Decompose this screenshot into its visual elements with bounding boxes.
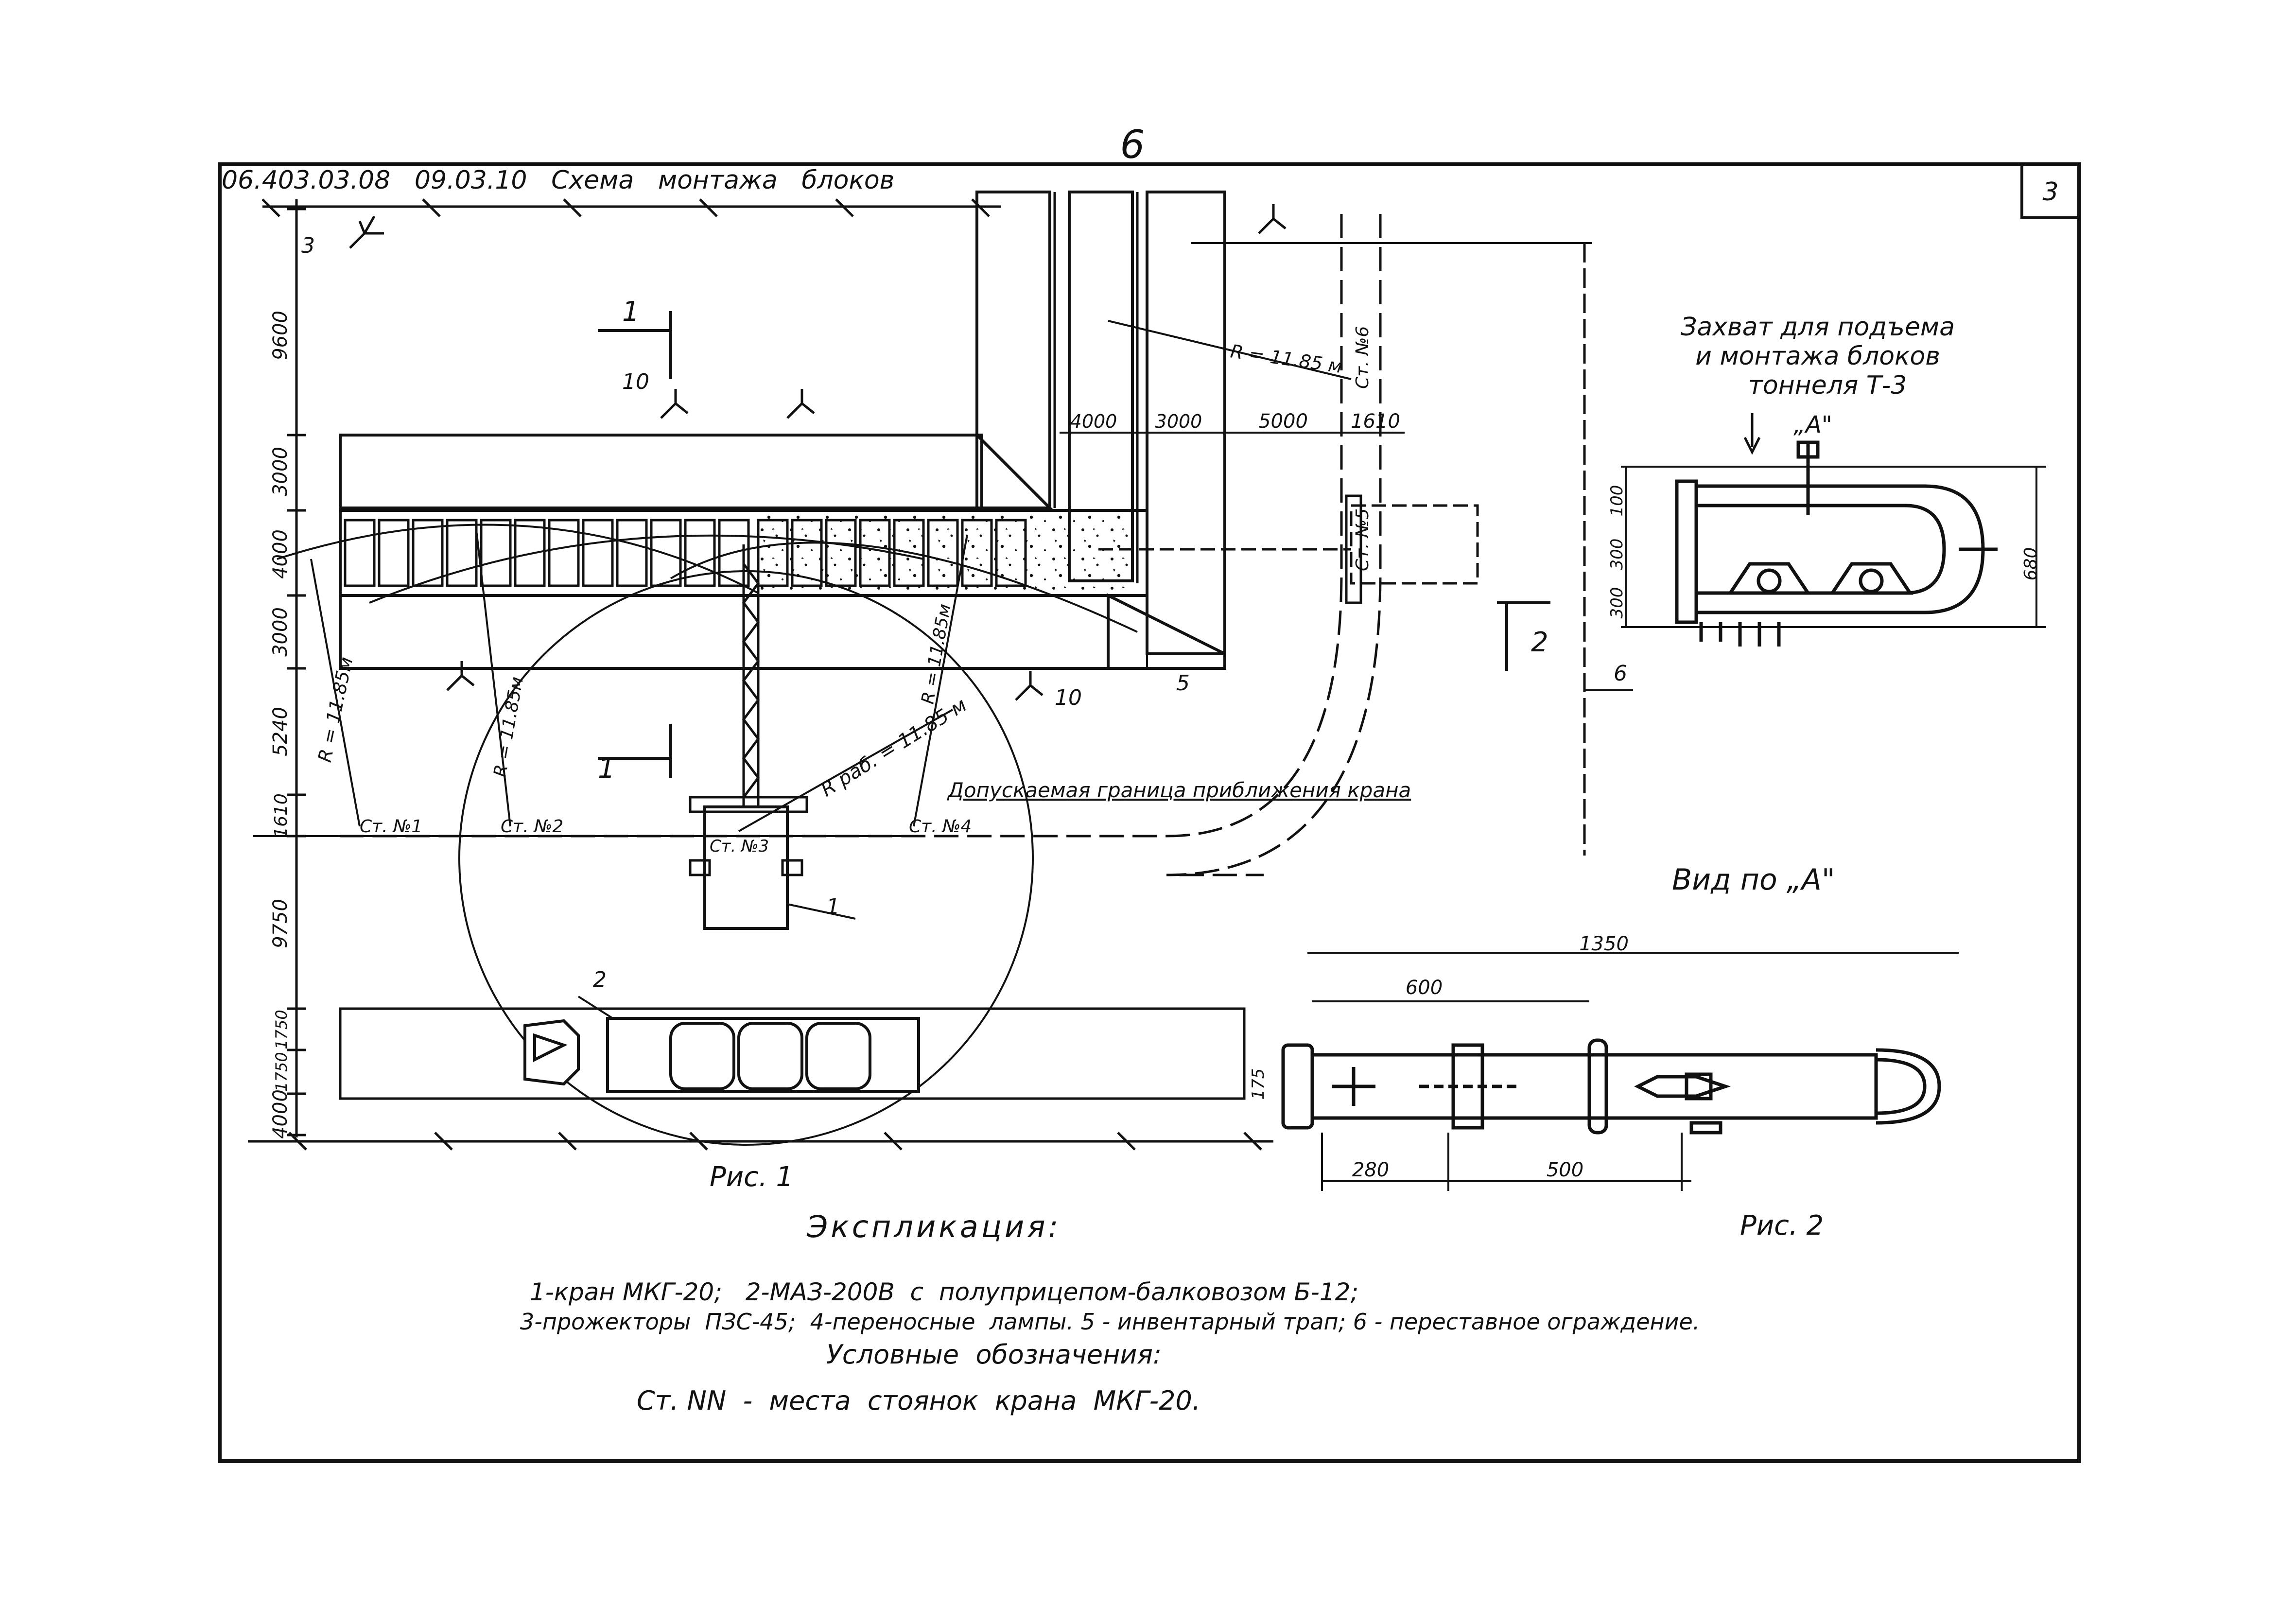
view-label: Вид по „А": [1672, 863, 1835, 897]
legend-title: Экспликация:: [806, 1209, 1061, 1244]
dim-600: 600: [1406, 977, 1443, 999]
section-1-bottom: 1: [598, 753, 615, 785]
callout-10a: 10: [622, 369, 649, 394]
fig2-caption: Рис. 2: [1740, 1210, 1824, 1241]
callout-2: 2: [593, 967, 607, 992]
drawing-header: 06.403.03.08 09.03.10 Схема монтажа блок…: [222, 166, 894, 195]
crane-reach-circle: [458, 570, 1034, 1146]
crane-boom: [742, 544, 760, 807]
view-marker: „А": [1793, 411, 1832, 438]
grab-title-1: Захват для подъема: [1681, 313, 1955, 342]
station-2: Ст. №2: [501, 817, 563, 837]
callout-3: 3: [301, 233, 315, 258]
dim-top-4000: 4000: [1070, 411, 1117, 432]
access-road: [340, 214, 1343, 838]
section-2: 2: [1531, 627, 1548, 658]
dim-4000b: 4000: [269, 1089, 292, 1139]
shaft-wall-left: [975, 191, 1051, 509]
sheet-number: 3: [2042, 177, 2058, 207]
dim-300a: 300: [1607, 539, 1627, 570]
radius-3: R = 11.85м: [918, 602, 955, 705]
dim-1750a: 1750: [272, 1010, 291, 1049]
legend: Экспликация: 1-кран МКГ-20; 2-МАЗ-200В с…: [520, 1209, 1700, 1416]
dim-500: 500: [1547, 1159, 1583, 1181]
dim-1610: 1610: [271, 793, 291, 838]
station-6: Ст. №6: [1353, 326, 1373, 389]
sheet-frame: [218, 162, 2081, 1463]
dim-5240: 5240: [269, 707, 292, 756]
fig1-caption: Рис. 1: [710, 1161, 793, 1193]
lamp-icons: [349, 204, 1287, 701]
dim-top-1610: 1610: [1351, 410, 1400, 433]
station-1: Ст. №1: [360, 817, 422, 837]
dim-top-5000: 5000: [1258, 410, 1308, 433]
dim-9750: 9750: [269, 899, 292, 948]
crane-st5: [1350, 504, 1479, 585]
station-3: Ст. №3: [710, 837, 769, 856]
page-number: 6: [1120, 122, 1145, 167]
boundary-label: Допускаемая граница приближения крана: [947, 778, 1411, 802]
legend-conv-title: Условные обозначения:: [826, 1339, 1162, 1370]
grab-title-3: тоннеля Т-3: [1748, 371, 1907, 400]
truck-maz-200v: [523, 1017, 920, 1093]
crane-1-body: [703, 805, 789, 930]
dim-300b: 300: [1607, 587, 1627, 619]
dim-4000a: 4000: [269, 529, 292, 579]
dim-680: 680: [2021, 547, 2041, 581]
fig1-plan: 9600 3000 4000 3000 5240 1610 9750 1750 …: [248, 191, 1633, 1193]
legend-line-1: 1-кран МКГ-20; 2-МАЗ-200В с полуприцепом…: [530, 1278, 1358, 1306]
grab-side-view: [1675, 440, 1998, 647]
dim-100: 100: [1607, 485, 1627, 517]
grab-title-2: и монтажа блоков: [1695, 342, 1940, 371]
legend-line-2: 3-прожекторы ПЗС-45; 4-переносные лампы.…: [520, 1309, 1700, 1335]
section-1-top: 1: [622, 296, 640, 328]
radius-1: R = 11.85м: [314, 655, 357, 764]
station-5: Ст. №5: [1353, 508, 1373, 571]
tunnel-wall-top: [339, 434, 983, 509]
station-4: Ст. №4: [909, 817, 972, 837]
dim-top-3000: 3000: [1155, 411, 1202, 432]
dim-175: 175: [1249, 1068, 1268, 1100]
shaft-wall-right: [1146, 191, 1226, 655]
dim-3000a: 3000: [269, 447, 292, 496]
dim-3000b: 3000: [269, 607, 292, 657]
grab-view-a: [1281, 1038, 1941, 1135]
sheet-number-box: [2020, 163, 2081, 219]
radius-6: R = 11.85 м: [1229, 340, 1344, 377]
dim-1750b: 1750: [272, 1052, 291, 1091]
dim-280: 280: [1352, 1159, 1389, 1181]
callout-6: 6: [1614, 661, 1627, 686]
dim-1350: 1350: [1579, 933, 1629, 955]
callout-10b: 10: [1055, 685, 1082, 710]
legend-conv-line: Ст. NN - места стоянок крана МКГ-20.: [637, 1385, 1200, 1416]
truck-road: [339, 1007, 1246, 1100]
tunnel-wall-bottom: [339, 594, 1110, 670]
fig2-grab: Захват для подъема и монтажа блоков тонн…: [1249, 313, 2046, 1241]
dim-9600: 9600: [269, 311, 292, 360]
callout-5: 5: [1176, 671, 1190, 696]
